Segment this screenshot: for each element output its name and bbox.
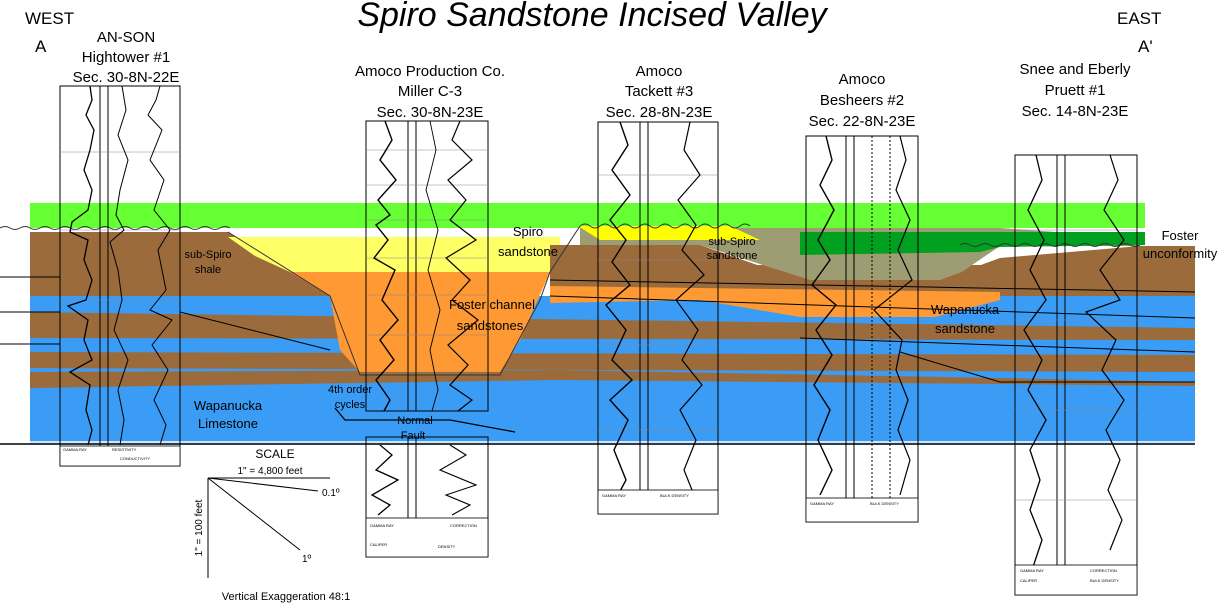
- scale-angle-small: 0.1º: [322, 488, 340, 499]
- svg-text:Amoco: Amoco: [839, 71, 886, 88]
- well-log-besheers: GAMMA RAY BULK DENSITY: [805, 135, 919, 523]
- well-log-hightower: GAMMA RAY RESISTIVITY CONDUCTIVITY: [59, 85, 181, 467]
- west-letter: A: [35, 37, 47, 56]
- foster-channel-label-2: sandstones: [457, 318, 524, 333]
- svg-text:Pruett #1: Pruett #1: [1045, 82, 1106, 99]
- well-header-1: AN-SON Hightower #1 Sec. 30-8N-22E: [73, 29, 180, 86]
- well-log-tackett: GAMMA RAY BULK DENSITY: [597, 121, 719, 515]
- scale-vertical: 1" = 100 feet: [194, 499, 205, 556]
- hightower-gamma-caption: GAMMA RAY: [63, 447, 87, 452]
- tackett-bulk-caption: BULK DENSITY: [660, 493, 689, 498]
- well-header-5: Snee and Eberly Pruett #1 Sec. 14-8N-23E: [1020, 61, 1131, 120]
- svg-text:Sec. 30-8N-23E: Sec. 30-8N-23E: [377, 104, 484, 121]
- shale-band-2: [30, 352, 1195, 372]
- east-letter: A': [1138, 37, 1153, 56]
- svg-text:Amoco: Amoco: [636, 63, 683, 80]
- well-log-miller-lower: GAMMA RAY CALIPER CORRECTION DENSITY: [365, 436, 489, 558]
- pruett-gamma-caption: GAMMA RAY: [1020, 568, 1044, 573]
- well-header-4: Amoco Besheers #2 Sec. 22-8N-23E: [809, 71, 916, 130]
- sub-spiro-sandstone-label-1: sub-Spiro: [708, 236, 755, 248]
- foster-channel-sandstone: [290, 272, 550, 372]
- foster-unconformity-line: [0, 226, 231, 230]
- foster-unconformity-label-2: unconformity: [1143, 246, 1218, 261]
- green-dark-band-east: [800, 232, 1145, 255]
- normal-fault-label-2: Fault: [401, 430, 425, 442]
- normal-fault-line: [334, 407, 516, 433]
- miller-caliper-caption: CALIPER: [370, 542, 387, 547]
- scale-angle-large: 1º: [302, 554, 312, 565]
- well-header-2: Amoco Production Co. Miller C-3 Sec. 30-…: [355, 63, 505, 121]
- pruett-bulk-caption: BULK DENSITY: [1090, 578, 1119, 583]
- well-log-miller: [365, 120, 489, 412]
- orange-east-band: [550, 286, 1000, 317]
- spiro-yellow-band-west: [228, 237, 560, 272]
- svg-text:Amoco Production Co.: Amoco Production Co.: [355, 63, 505, 80]
- wapanucka-limestone-label-2: Limestone: [198, 416, 258, 431]
- miller-correction-caption: CORRECTION: [450, 523, 477, 528]
- sub-spiro-shale-west: [30, 232, 290, 272]
- pruett-caliper-caption: CALIPER: [1020, 578, 1037, 583]
- vertical-exaggeration: Vertical Exaggeration 48:1: [222, 591, 350, 603]
- svg-text:Sec. 22-8N-23E: Sec. 22-8N-23E: [809, 113, 916, 130]
- base-cyan-line: [30, 441, 1195, 445]
- sub-spiro-shale-label-1: sub-Spiro: [184, 249, 231, 261]
- sub-spiro-shale-label-2: shale: [195, 264, 221, 276]
- hightower-conductivity-caption: CONDUCTIVITY: [120, 456, 150, 461]
- svg-text:Tackett #3: Tackett #3: [625, 83, 693, 100]
- scale-title: SCALE: [255, 447, 294, 461]
- foster-channel-label-1: Foster channel: [449, 297, 535, 312]
- spiro-label-1: Spiro: [513, 224, 543, 239]
- sub-spiro-sandstone-label-2: sandstone: [707, 250, 758, 262]
- svg-text:Sec. 30-8N-22E: Sec. 30-8N-22E: [73, 69, 180, 86]
- wapanucka-sandstone-label-1: Wapanucka: [931, 302, 1000, 317]
- wapanucka-limestone-label-1: Wapanucka: [194, 398, 263, 413]
- svg-text:Miller C-3: Miller C-3: [398, 83, 462, 100]
- svg-text:Sec. 28-8N-23E: Sec. 28-8N-23E: [606, 104, 713, 121]
- green-top-band: [30, 203, 1145, 228]
- pruett-correction-caption: CORRECTION: [1090, 568, 1117, 573]
- spiro-label-2: sandstone: [498, 244, 558, 259]
- wapanucka-sandstone-label-2: sandstone: [935, 321, 995, 336]
- normal-fault-label-1: Normal: [397, 415, 432, 427]
- hightower-resistivity-caption: RESISTIVITY: [112, 447, 137, 452]
- foster-unconformity-label-1: Foster: [1162, 228, 1200, 243]
- miller-density-caption: DENSITY: [438, 544, 456, 549]
- scale-horizontal: 1" = 4,800 feet: [238, 466, 303, 477]
- diagram-title: Spiro Sandstone Incised Valley: [357, 0, 828, 34]
- scale-block: SCALE 1" = 4,800 feet 0.1º 1º 1" = 100 f…: [194, 447, 350, 603]
- svg-text:Sec. 14-8N-23E: Sec. 14-8N-23E: [1022, 103, 1129, 120]
- fourth-order-label-2: cycles: [335, 399, 366, 411]
- east-unconformity-line: [959, 243, 1141, 247]
- besheers-gamma-caption: GAMMA RAY: [810, 501, 834, 506]
- well-logs: GAMMA RAY RESISTIVITY CONDUCTIVITY: [59, 85, 1138, 596]
- tackett-gamma-caption: GAMMA RAY: [602, 493, 626, 498]
- shale-band-1: [30, 312, 1195, 340]
- west-label: WEST: [25, 9, 74, 28]
- well-log-pruett: GAMMA RAY CALIPER CORRECTION BULK DENSIT…: [1014, 154, 1138, 596]
- fourth-order-label-1: 4th order: [328, 384, 372, 396]
- svg-text:Hightower #1: Hightower #1: [82, 49, 170, 66]
- svg-text:Snee and Eberly: Snee and Eberly: [1020, 61, 1131, 78]
- well-header-3: Amoco Tackett #3 Sec. 28-8N-23E: [606, 63, 713, 121]
- valley-edge-line: [227, 223, 751, 376]
- svg-text:AN-SON: AN-SON: [97, 29, 155, 46]
- svg-text:Besheers #2: Besheers #2: [820, 92, 904, 109]
- strata: [0, 203, 1196, 445]
- shale-band-3: [30, 370, 1195, 388]
- besheers-bulk-caption: BULK DENSITY: [870, 501, 899, 506]
- miller-gamma-caption: GAMMA RAY: [370, 523, 394, 528]
- east-label: EAST: [1117, 9, 1161, 28]
